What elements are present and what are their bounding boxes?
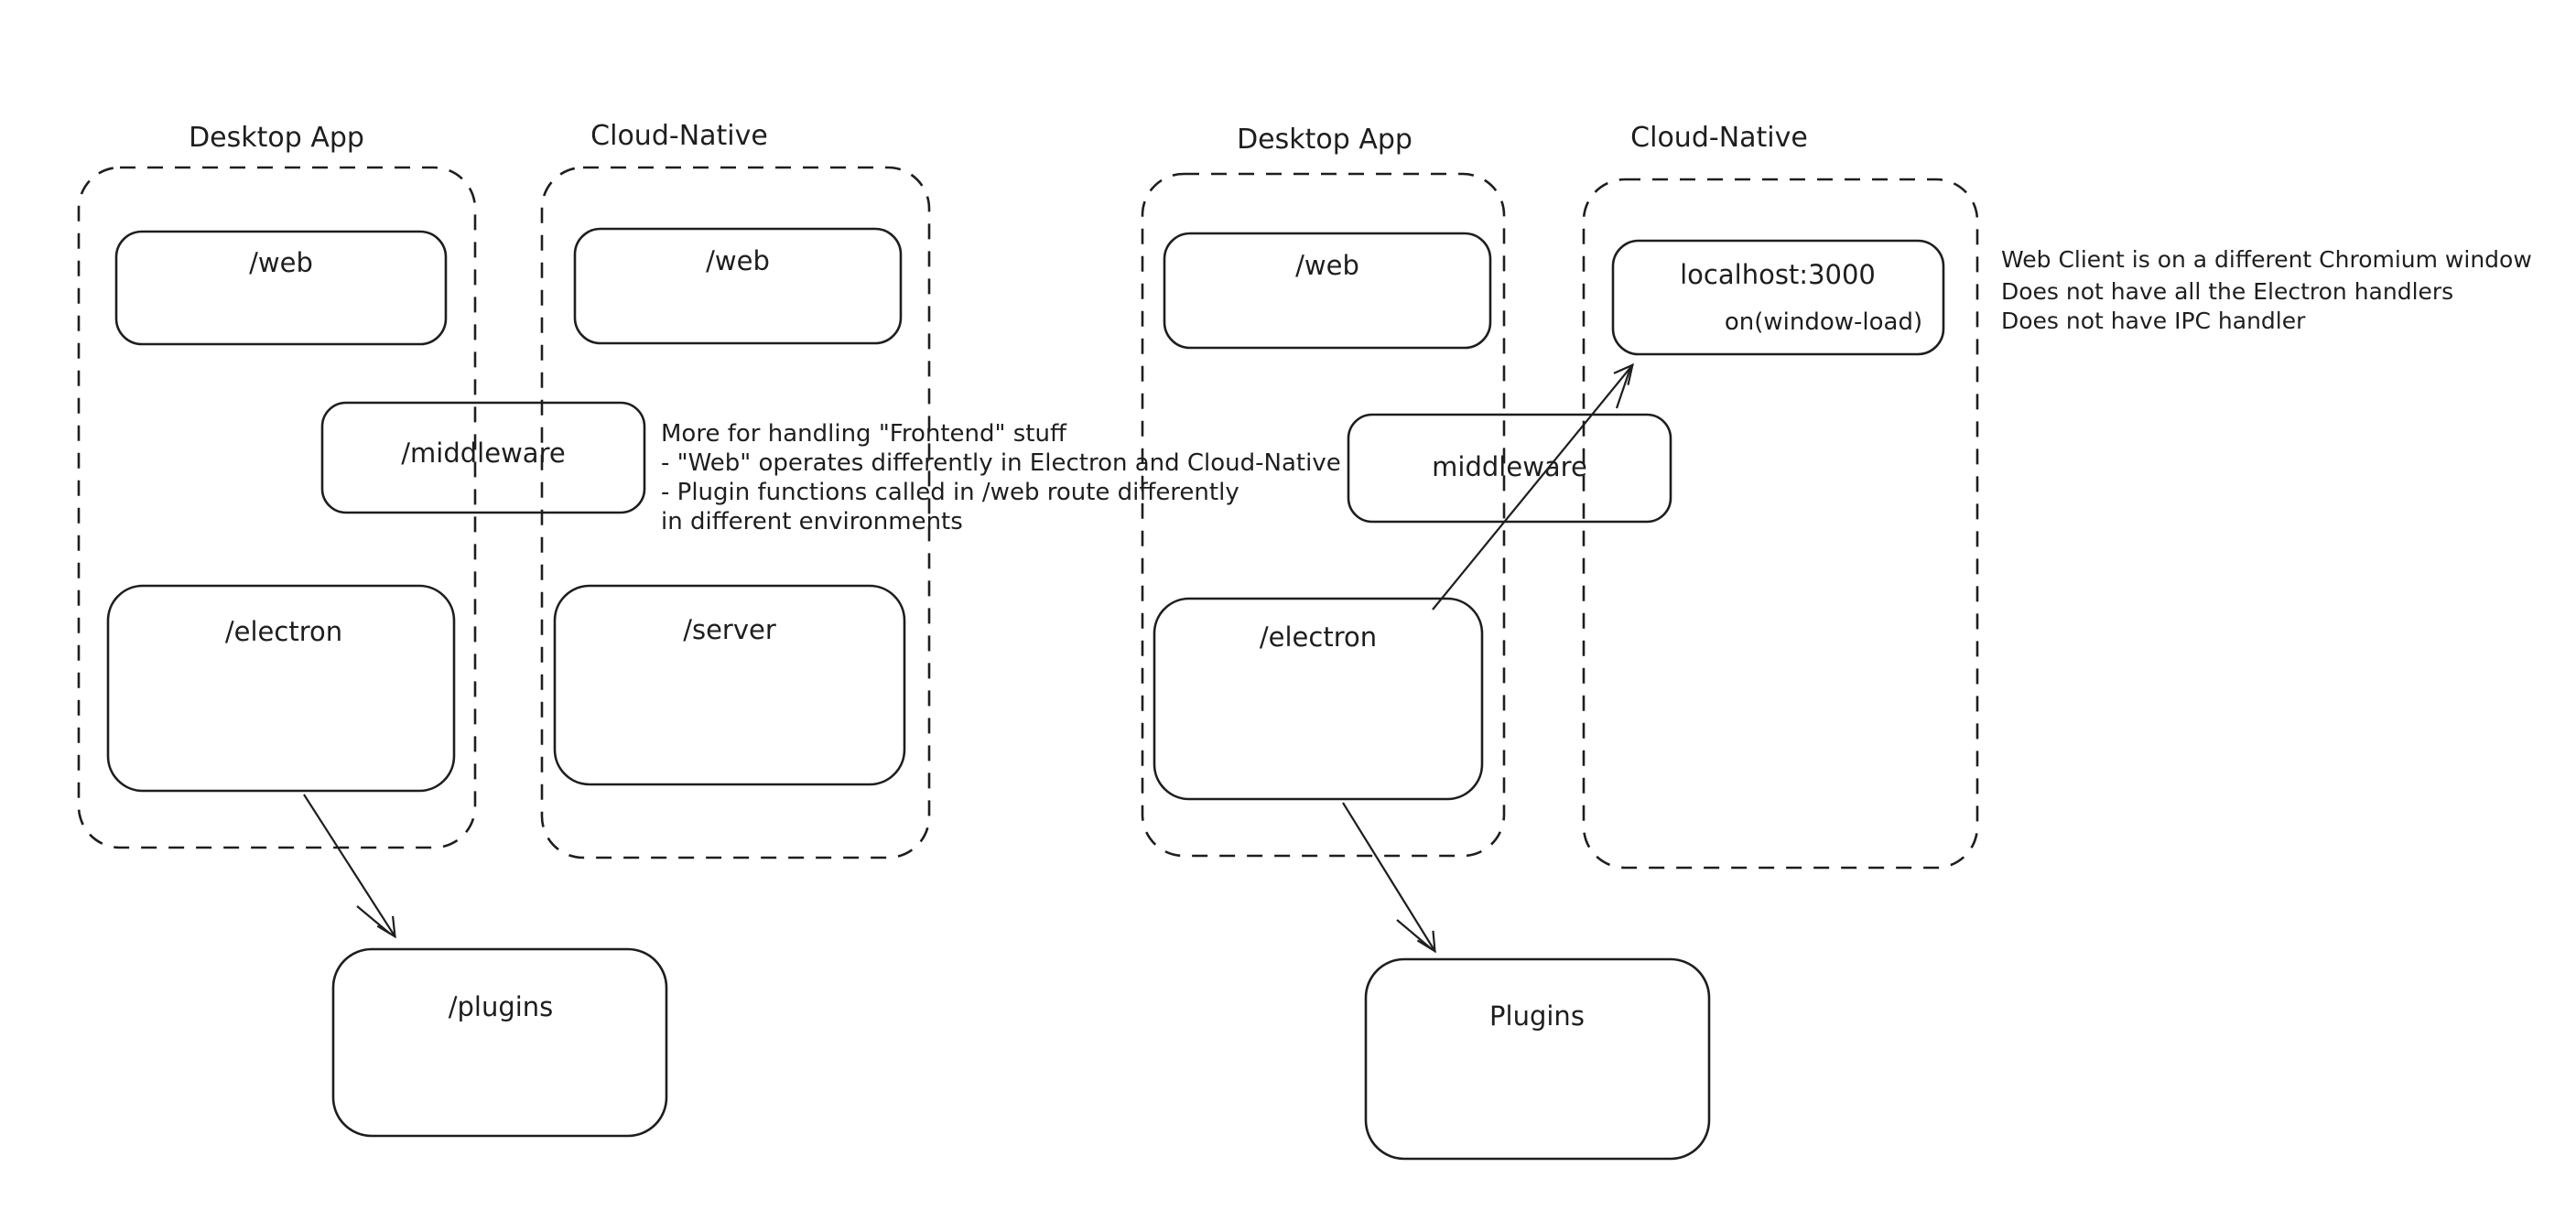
red-note: Web Client is on a different Chromium wi… xyxy=(2001,246,2532,334)
red-note-line-2: Does not have all the Electron handlers xyxy=(2001,278,2453,305)
right-electron-to-localhost-arrow-sketch-stroke xyxy=(1615,367,1632,409)
left-plugins-label: /plugins xyxy=(449,991,554,1022)
left-middleware-label: /middleware xyxy=(401,438,565,469)
green-note-line-4: in different environments xyxy=(661,508,963,535)
red-note-line-3: Does not have IPC handler xyxy=(2001,308,2306,334)
right-middleware-label: middleware xyxy=(1432,451,1587,482)
left-electron-label: /electron xyxy=(225,616,342,647)
left-server-label: /server xyxy=(683,614,776,645)
left-server-box xyxy=(553,584,906,786)
left-electron-to-plugins-arrow-sketch-stroke xyxy=(356,905,391,935)
green-note: More for handling "Frontend" stuff - "We… xyxy=(661,420,1341,535)
right-electron-to-plugins-arrow xyxy=(1342,802,1436,954)
right-desktop-web-box xyxy=(1163,232,1492,350)
right-localhost-box xyxy=(1611,239,1945,356)
right-localhost-label: localhost:3000 xyxy=(1680,259,1876,290)
right-middleware-box xyxy=(1347,413,1672,524)
green-note-line-1: More for handling "Frontend" stuff xyxy=(661,420,1067,448)
right-plugins-label: Plugins xyxy=(1489,1000,1585,1032)
left-desktop-web-box xyxy=(114,230,448,346)
left-electron-to-plugins-arrow xyxy=(303,794,396,939)
left-desktop-web-label: /web xyxy=(249,247,313,278)
right-desktop-web-label: /web xyxy=(1295,250,1359,281)
left-cloud-web-box xyxy=(573,227,903,345)
left-electron-box xyxy=(106,584,456,793)
right-plugins-box xyxy=(1364,957,1711,1161)
right-electron-box xyxy=(1153,597,1484,801)
right-electron-to-plugins-arrow-sketch-stroke xyxy=(1396,919,1433,950)
right-diagram: Desktop App Cloud-Native /web localhost:… xyxy=(1141,122,2532,1161)
red-note-line-1: Web Client is on a different Chromium wi… xyxy=(2001,246,2532,273)
left-cloud-title: Cloud-Native xyxy=(590,120,768,152)
left-plugins-box xyxy=(331,947,668,1138)
right-desktop-container xyxy=(1141,172,1506,858)
green-note-line-3: - Plugin functions called in /web route … xyxy=(661,479,1239,506)
right-window-load-label: on(window-load) xyxy=(1725,308,1922,336)
left-diagram: Desktop App Cloud-Native /web /web /midd… xyxy=(77,120,1341,1138)
left-cloud-web-label: /web xyxy=(706,245,770,276)
right-electron-label: /electron xyxy=(1260,621,1377,653)
right-electron-to-localhost-arrow xyxy=(1432,362,1634,611)
left-desktop-title: Desktop App xyxy=(189,122,364,154)
right-cloud-title: Cloud-Native xyxy=(1630,122,1808,154)
right-desktop-title: Desktop App xyxy=(1237,124,1412,156)
left-middleware-box xyxy=(320,401,646,514)
green-note-line-2: - "Web" operates differently in Electron… xyxy=(661,449,1341,477)
